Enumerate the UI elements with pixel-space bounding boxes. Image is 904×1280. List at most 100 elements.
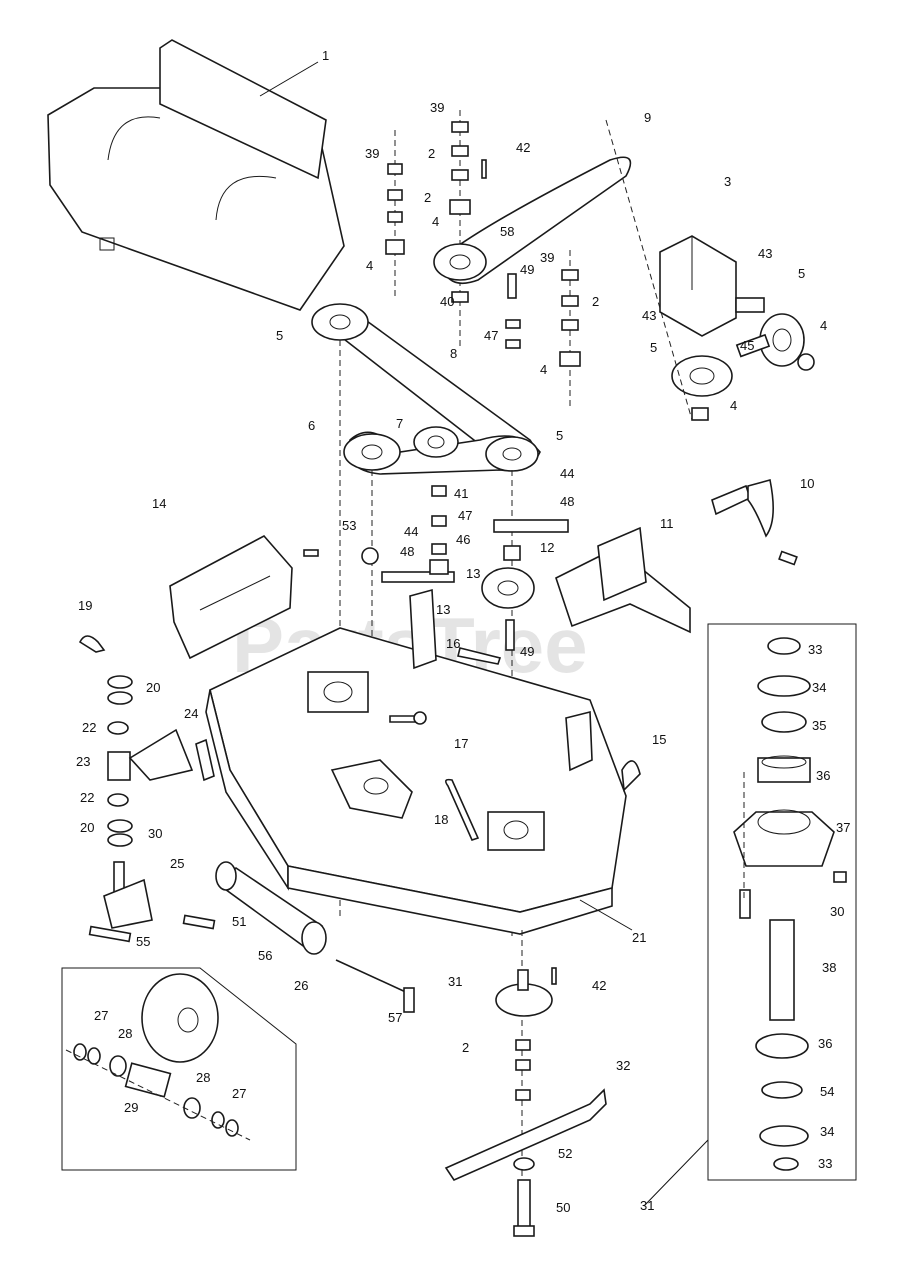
- callout-label: 22: [80, 790, 94, 805]
- spindle-31: [495, 930, 557, 1240]
- callout-label: 42: [516, 140, 530, 155]
- callout-label: 5: [650, 340, 657, 355]
- callout-label: 36: [818, 1036, 832, 1051]
- callout-label: 20: [146, 680, 160, 695]
- mower-deck-21: [205, 588, 641, 935]
- callout-label: 48: [560, 494, 574, 509]
- callout-label: 5: [276, 328, 283, 343]
- callout-label: 7: [396, 416, 403, 431]
- callout-label: 31: [448, 974, 462, 989]
- callout-label: 41: [454, 486, 468, 501]
- callout-label: 33: [808, 642, 822, 657]
- idler-assembly: [361, 485, 691, 651]
- callout-label: 31: [640, 1198, 654, 1213]
- callout-label: 57: [388, 1010, 402, 1025]
- callout-label: 39: [540, 250, 554, 265]
- callout-label: 4: [540, 362, 547, 377]
- callout-label: 2: [462, 1040, 469, 1055]
- belt-9: [439, 156, 632, 285]
- callout-label: 29: [124, 1100, 138, 1115]
- callout-label: 10: [800, 476, 814, 491]
- callout-label: 34: [812, 680, 826, 695]
- callout-label: 2: [424, 190, 431, 205]
- callout-label: 16: [446, 636, 460, 651]
- callout-label: 4: [730, 398, 737, 413]
- callout-label: 6: [308, 418, 315, 433]
- callout-label: 39: [430, 100, 444, 115]
- callout-label: 14: [152, 496, 166, 511]
- callout-label: 26: [294, 978, 308, 993]
- callout-label: 33: [818, 1156, 832, 1171]
- callout-label: 43: [758, 246, 772, 261]
- callout-label: 38: [822, 960, 836, 975]
- callout-label: 22: [82, 720, 96, 735]
- callout-label: 43: [642, 308, 656, 323]
- callout-label: 4: [432, 214, 439, 229]
- callout-label: 15: [652, 732, 666, 747]
- callout-label: 4: [820, 318, 827, 333]
- shield-14: [169, 534, 319, 660]
- callout-label: 2: [592, 294, 599, 309]
- callout-label: 47: [484, 328, 498, 343]
- callout-label: 44: [560, 466, 574, 481]
- callout-label: 40: [440, 294, 454, 309]
- callout-label: 2: [428, 146, 435, 161]
- callout-label: 32: [616, 1058, 630, 1073]
- callout-label: 42: [592, 978, 606, 993]
- callout-label: 24: [184, 706, 198, 721]
- callout-label: 49: [520, 644, 534, 659]
- callout-label: 21: [632, 930, 646, 945]
- bracket-10: [711, 479, 798, 566]
- callout-label: 56: [258, 948, 272, 963]
- callout-label: 35: [812, 718, 826, 733]
- callout-label: 48: [400, 544, 414, 559]
- callout-label: 58: [500, 224, 514, 239]
- callout-label: 27: [94, 1008, 108, 1023]
- deck-cover: [47, 39, 345, 311]
- callout-label: 51: [232, 914, 246, 929]
- callout-label: 50: [556, 1200, 570, 1215]
- arm-57: [335, 959, 415, 1013]
- callout-label: 25: [170, 856, 184, 871]
- blade-bolt-50: [513, 1157, 535, 1237]
- pulley-6: [343, 433, 401, 471]
- callout-label: 23: [76, 754, 90, 769]
- spindle-detail-31: [643, 623, 857, 1207]
- callout-label: 47: [458, 508, 472, 523]
- pulley-5-right: [485, 436, 539, 472]
- callout-label: 55: [136, 934, 150, 949]
- callout-label: 45: [740, 338, 754, 353]
- spindle-stack-center: [449, 110, 487, 350]
- callout-label: 18: [434, 812, 448, 827]
- gearbox-3: [605, 119, 815, 421]
- blade-32: [444, 1088, 607, 1182]
- callout-label: 5: [798, 266, 805, 281]
- callout-label: 3: [724, 174, 731, 189]
- callout-label: 28: [118, 1026, 132, 1041]
- callout-label: 49: [520, 262, 534, 277]
- callout-label: 13: [436, 602, 450, 617]
- roller-56: [215, 861, 327, 955]
- callout-label: 13: [466, 566, 480, 581]
- spindle-stack-left: [385, 130, 405, 300]
- callout-label: 4: [366, 258, 373, 273]
- callout-label: 37: [836, 820, 850, 835]
- callout-label: 20: [80, 820, 94, 835]
- callout-label: 34: [820, 1124, 834, 1139]
- callout-label: 17: [454, 736, 468, 751]
- spindle-stack-right: [505, 250, 581, 410]
- callout-label: 28: [196, 1070, 210, 1085]
- wheel-assembly-26: [61, 967, 297, 1171]
- callout-label: 44: [404, 524, 418, 539]
- callout-label: 8: [450, 346, 457, 361]
- pulley-7: [413, 426, 459, 458]
- callout-label: 54: [820, 1084, 834, 1099]
- callout-label: 12: [540, 540, 554, 555]
- callout-label: 1: [322, 48, 329, 63]
- callout-label: 53: [342, 518, 356, 533]
- callout-label: 39: [365, 146, 379, 161]
- callout-label: 30: [830, 904, 844, 919]
- callout-label: 36: [816, 768, 830, 783]
- callout-label: 11: [660, 516, 674, 531]
